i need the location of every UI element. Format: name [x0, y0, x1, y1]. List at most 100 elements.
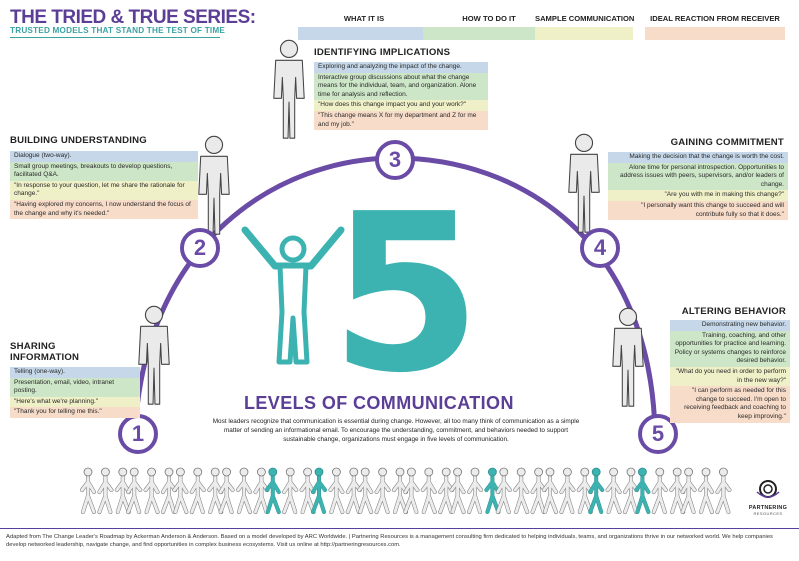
level-5-block: ALTERING BEHAVIOR Demonstrating new beha…	[670, 306, 790, 423]
walking-figure	[623, 467, 639, 514]
level-4-reaction: "I personally want this change to succee…	[608, 200, 788, 221]
legend-sample-communication: SAMPLE COMMUNICATION	[535, 13, 635, 40]
walking-figure-teal	[588, 467, 605, 514]
legend-how-to-do-it: HOW TO DO IT	[423, 13, 555, 40]
person-figure-3	[273, 39, 305, 139]
walking-figure	[374, 467, 391, 514]
legend-swatch	[535, 27, 633, 40]
walking-figure	[189, 467, 206, 514]
walking-figure	[218, 467, 235, 514]
walking-figure	[161, 467, 177, 514]
walking-figure	[530, 467, 547, 514]
level-5-sample: "What do you need in order to perform in…	[670, 366, 790, 387]
logo-mark-icon	[756, 480, 780, 498]
legend-label: HOW TO DO IT	[462, 14, 516, 23]
legend-label: WHAT IT IS	[343, 14, 385, 23]
walking-figure	[172, 467, 189, 514]
legend-swatch	[645, 27, 785, 40]
walking-figure-teal	[634, 467, 651, 514]
level-2-title: BUILDING UNDERSTANDING	[10, 135, 147, 146]
walking-figure	[449, 467, 466, 514]
walking-figure	[253, 467, 270, 514]
walking-figure	[357, 467, 374, 514]
center-title: LEVELS OF COMMUNICATION	[244, 393, 514, 413]
level-number-3: 3	[375, 140, 415, 180]
walking-figure-teal	[311, 467, 327, 514]
level-1-what: Telling (one-way).	[10, 367, 140, 378]
walking-figure	[236, 467, 252, 514]
walking-figure	[698, 467, 714, 514]
legend-what-it-is: WHAT IT IS	[298, 13, 430, 40]
walking-figure	[559, 467, 576, 514]
walking-figure	[126, 467, 143, 514]
walking-figure	[403, 467, 420, 514]
center-body: Most leaders recognize that communicatio…	[212, 418, 580, 443]
level-5-what: Demonstrating new behavior.	[670, 320, 790, 331]
level-1-title: SHARING	[10, 341, 56, 352]
walking-figure	[80, 467, 96, 514]
walking-figure	[467, 467, 483, 514]
walking-figure	[495, 467, 512, 514]
walking-figure	[143, 467, 160, 514]
header-rule	[10, 37, 220, 38]
walking-figure	[438, 467, 455, 514]
level-1-reaction: "Thank you for telling me this."	[10, 407, 140, 418]
level-5-how: Training, coaching, and other opportunit…	[670, 330, 790, 367]
level-3-what: Exploring and analyzing the impact of th…	[314, 62, 488, 73]
person-figure-1	[138, 305, 170, 405]
level-4-sample: "Are you with me in making this change?"	[608, 190, 788, 201]
walking-figure	[669, 467, 686, 514]
walking-crowd	[80, 467, 732, 514]
level-1-sample: "Here's what we're planning."	[10, 396, 140, 408]
level-3-block: IDENTIFYING IMPLICATIONS Exploring and a…	[314, 47, 488, 131]
logo-name: PARTNERING	[748, 505, 788, 511]
legend-label: IDEAL REACTION FROM RECEIVER	[650, 14, 780, 23]
series-title: THE TRIED & TRUE SERIES:	[10, 7, 256, 28]
walking-figure	[513, 467, 530, 514]
legend-label: SAMPLE COMMUNICATION	[535, 14, 635, 23]
legend-swatch	[298, 27, 430, 40]
walking-figure	[114, 467, 131, 514]
walking-figure	[328, 467, 345, 514]
walking-figure	[97, 467, 114, 514]
level-4-how: Alone time for personal introspection. O…	[608, 162, 788, 191]
series-subtitle: TRUSTED MODELS THAT STAND THE TEST OF TI…	[10, 26, 226, 35]
level-2-block: BUILDING UNDERSTANDING Dialogue (two-way…	[10, 135, 198, 220]
level-3-reaction: "This change means X for my department a…	[314, 110, 488, 131]
walking-figure	[542, 467, 558, 514]
walking-figure	[605, 467, 622, 514]
footer-text: Adapted from The Change Leader's Roadmap…	[6, 534, 773, 548]
level-2-sample: "In response to your question, let me sh…	[10, 180, 198, 200]
level-5-reaction: "I can perform as needed for this change…	[670, 386, 790, 423]
partnering-resources-logo: PARTNERING RESOURCES	[745, 478, 791, 516]
level-1-title-line2: INFORMATION	[10, 352, 80, 363]
level-3-sample: "How does this change impact you and you…	[314, 100, 488, 111]
level-4-what: Making the decision that the change is w…	[608, 152, 788, 163]
legend-ideal-reaction: IDEAL REACTION FROM RECEIVER	[645, 13, 785, 40]
level-4-title: GAINING COMMITMENT	[670, 137, 784, 148]
level-number-2: 2	[180, 228, 220, 268]
level-number-1: 1	[118, 414, 158, 454]
level-3-title: IDENTIFYING IMPLICATIONS	[314, 47, 451, 58]
walking-figure-teal	[264, 467, 281, 514]
person-figure-4	[568, 133, 600, 233]
legend-swatch	[423, 27, 555, 40]
walking-figure-teal	[484, 467, 501, 514]
logo-sub: RESOURCES	[753, 511, 783, 516]
walking-figure	[715, 467, 732, 514]
walking-figure	[576, 467, 593, 514]
walking-figure	[282, 467, 299, 514]
walking-figure	[392, 467, 408, 514]
level-2-reaction: "Having explored my concerns, I now unde…	[10, 199, 198, 220]
walking-figure	[680, 467, 697, 514]
level-2-how: Small group meetings, breakouts to devel…	[10, 161, 198, 181]
walking-figure	[651, 467, 668, 514]
level-4-block: GAINING COMMITMENT Making the decision t…	[608, 137, 788, 221]
teal-celebrating-figure	[241, 226, 345, 365]
level-5-title: ALTERING BEHAVIOR	[681, 306, 786, 317]
walking-figure	[299, 467, 316, 514]
walking-figure	[207, 467, 224, 514]
level-number-4: 4	[580, 228, 620, 268]
person-figure-5	[612, 307, 644, 407]
